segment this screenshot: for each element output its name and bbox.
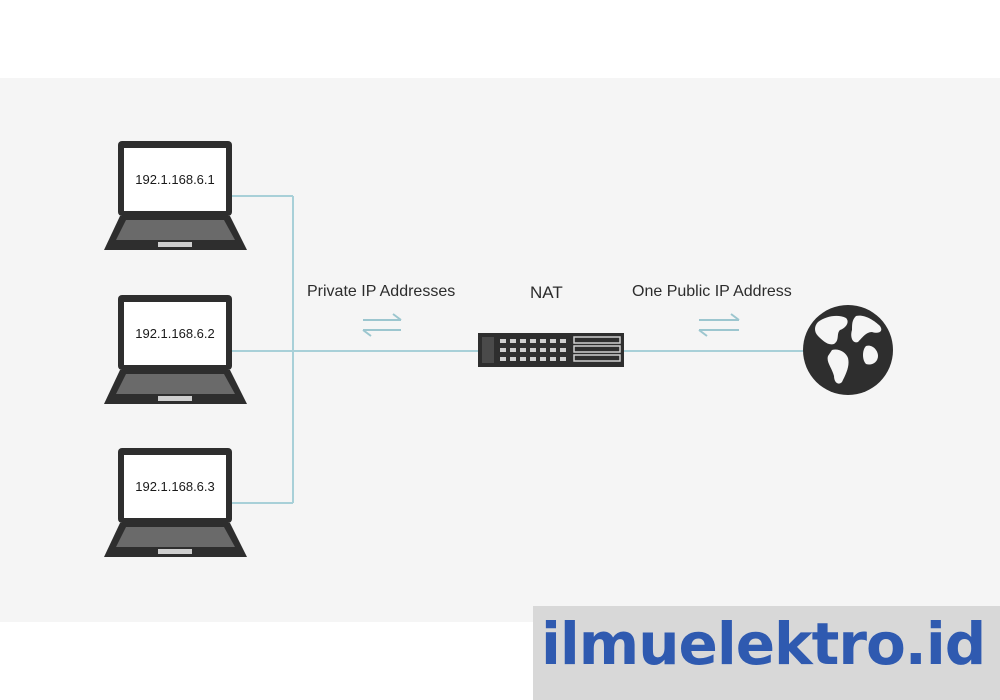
laptop-3-ip: 192.1.168.6.3 <box>135 479 215 494</box>
nat-router-icon <box>478 333 624 367</box>
public-ip-label: One Public IP Address <box>632 283 792 300</box>
laptop-2-ip: 192.1.168.6.2 <box>135 326 215 341</box>
globe-icon <box>803 305 893 395</box>
watermark-banner: ilmuelektro.id <box>533 606 1000 700</box>
watermark-text: ilmuelektro.id <box>541 610 986 678</box>
laptop-icon <box>104 448 247 557</box>
nat-label: NAT <box>530 283 563 302</box>
exchange-arrows-icon <box>362 313 402 337</box>
private-ip-label: Private IP Addresses <box>307 283 456 300</box>
connection-lines <box>232 195 808 504</box>
laptop-icon <box>104 141 247 250</box>
laptop-icon <box>104 295 247 404</box>
exchange-arrows-icon <box>698 313 740 337</box>
laptop-1-ip: 192.1.168.6.1 <box>135 172 215 187</box>
